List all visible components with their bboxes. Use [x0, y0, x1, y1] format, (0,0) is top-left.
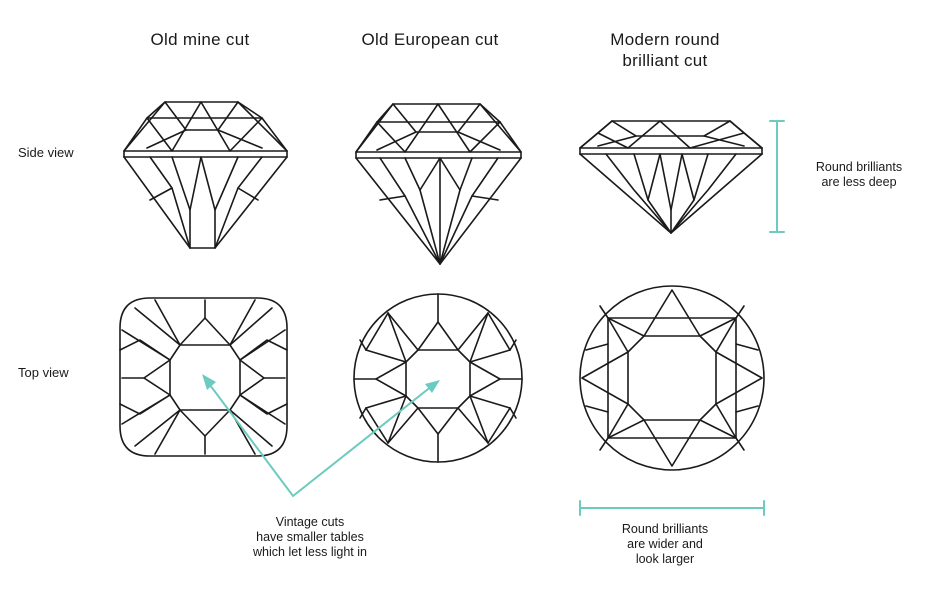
row-label-top-view: Top view: [18, 365, 69, 380]
note-line: are wider and: [627, 537, 703, 551]
arrow-head-old-mine: [202, 374, 216, 390]
column-title-line-2: brilliant cut: [622, 51, 708, 70]
width-bracket: [579, 500, 765, 516]
old-mine-cut-top-view: [119, 297, 288, 457]
note-line: which let less light in: [253, 545, 367, 559]
old-european-cut-side-view: [355, 103, 522, 265]
column-title-old-mine-cut: Old mine cut: [150, 30, 250, 49]
note-less-deep: Round brilliants are less deep: [800, 160, 918, 190]
modern-brilliant-side-view: [579, 120, 763, 234]
note-line: Vintage cuts: [275, 515, 345, 529]
note-line: have smaller tables: [256, 530, 364, 544]
column-title-old-european-cut: Old European cut: [361, 30, 499, 49]
old-mine-cut-side-view: [123, 101, 288, 249]
depth-bracket: [769, 120, 785, 233]
old-european-cut-top-view: [353, 293, 523, 463]
note-wider-larger: Round brilliants are wider and look larg…: [600, 522, 730, 567]
table-arrows: [202, 374, 440, 498]
note-smaller-tables: Vintage cuts have smaller tables which l…: [220, 515, 400, 560]
note-line: look larger: [635, 552, 695, 566]
column-title-line-1: Modern round: [610, 30, 720, 49]
note-line: Round brilliants: [621, 522, 709, 536]
row-label-side-view: Side view: [18, 145, 74, 160]
modern-brilliant-top-view: [579, 285, 765, 471]
note-line: Round brilliants: [815, 160, 903, 174]
arrow-head-old-european: [425, 380, 440, 393]
note-line: are less deep: [821, 175, 897, 189]
column-title-modern-round-brilliant: Modern round brilliant cut: [585, 29, 745, 71]
